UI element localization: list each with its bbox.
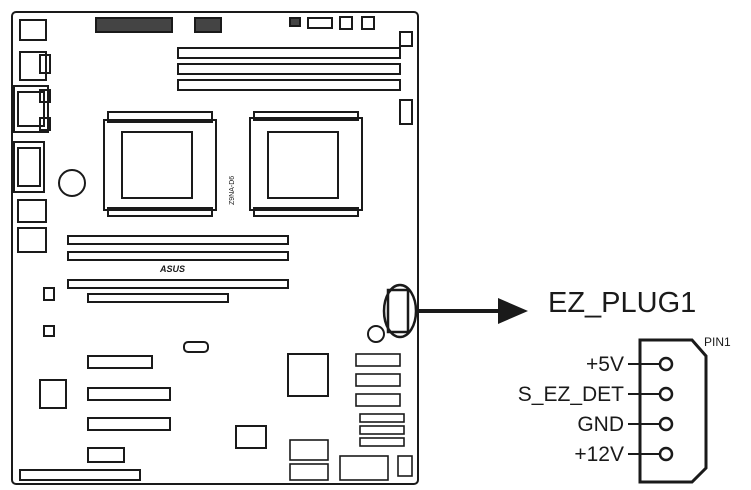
pin-label: S_EZ_DET bbox=[518, 383, 624, 406]
pcie-slot bbox=[67, 251, 289, 261]
jumper bbox=[399, 99, 413, 125]
board-brand-label: ASUS bbox=[159, 264, 185, 274]
board-model-label: Z9NA-D6 bbox=[229, 176, 236, 205]
callout-arrow bbox=[416, 298, 528, 324]
header-column bbox=[289, 353, 413, 481]
motherboard bbox=[11, 11, 419, 485]
io-port bbox=[13, 141, 45, 193]
cpu-socket-2-lever bbox=[253, 207, 359, 217]
pin-contact bbox=[658, 416, 674, 432]
component bbox=[43, 287, 55, 301]
cpu-socket-1-die bbox=[121, 131, 193, 199]
pcie-slot bbox=[87, 293, 229, 303]
io-port bbox=[17, 91, 45, 127]
pcie-slot-lower bbox=[87, 417, 171, 431]
aux-power-header bbox=[194, 17, 222, 33]
pin-list: +5V S_EZ_DET GND +12V bbox=[518, 353, 674, 466]
io-port bbox=[17, 227, 47, 253]
chip bbox=[235, 425, 267, 449]
pin-contact bbox=[658, 446, 674, 462]
pcie-slot bbox=[67, 279, 289, 289]
cpu-socket-2-lever bbox=[253, 111, 359, 121]
memory-slot bbox=[177, 79, 401, 91]
pin-label: +5V bbox=[586, 353, 624, 376]
pin1-label: PIN1 bbox=[704, 335, 731, 349]
header-oval bbox=[183, 341, 209, 353]
pcie-slot-lower bbox=[87, 447, 125, 463]
io-port bbox=[13, 85, 49, 133]
pcie-slot-lower bbox=[87, 387, 171, 401]
capacitor bbox=[39, 89, 51, 103]
io-port bbox=[19, 19, 47, 41]
memory-slot bbox=[177, 63, 401, 75]
cpu-socket-2-die bbox=[267, 131, 339, 199]
header-small bbox=[307, 17, 333, 29]
pin-contact bbox=[658, 386, 674, 402]
io-port bbox=[17, 147, 41, 187]
capacitor bbox=[39, 54, 51, 74]
battery bbox=[58, 169, 86, 197]
pcie-slot bbox=[67, 235, 289, 245]
pin-contact bbox=[658, 356, 674, 372]
component bbox=[39, 379, 67, 409]
jumper-circle bbox=[367, 325, 385, 343]
io-port bbox=[19, 51, 47, 81]
capacitor bbox=[39, 117, 51, 131]
memory-slot bbox=[177, 47, 401, 59]
header-small bbox=[361, 16, 375, 30]
connector-housing bbox=[638, 338, 708, 484]
pin-label: GND bbox=[577, 413, 624, 436]
atx-power-header bbox=[95, 17, 173, 33]
component bbox=[43, 325, 55, 337]
header-small bbox=[339, 16, 353, 30]
header-small bbox=[289, 17, 301, 27]
board-outline bbox=[11, 11, 419, 485]
board-edge-slot bbox=[19, 469, 141, 481]
connector-title: EZ_PLUG1 bbox=[548, 287, 696, 319]
cpu-socket-2 bbox=[249, 117, 363, 211]
cpu-socket-1-lever bbox=[107, 207, 213, 217]
cpu-socket-1-lever bbox=[107, 111, 213, 123]
pcie-slot-lower bbox=[87, 355, 153, 369]
ez-plug-on-board bbox=[386, 288, 410, 334]
chipset bbox=[287, 353, 329, 397]
jumper bbox=[399, 31, 413, 47]
pin-label: +12V bbox=[574, 443, 624, 466]
io-port bbox=[17, 199, 47, 223]
cpu-socket-1 bbox=[103, 119, 217, 211]
